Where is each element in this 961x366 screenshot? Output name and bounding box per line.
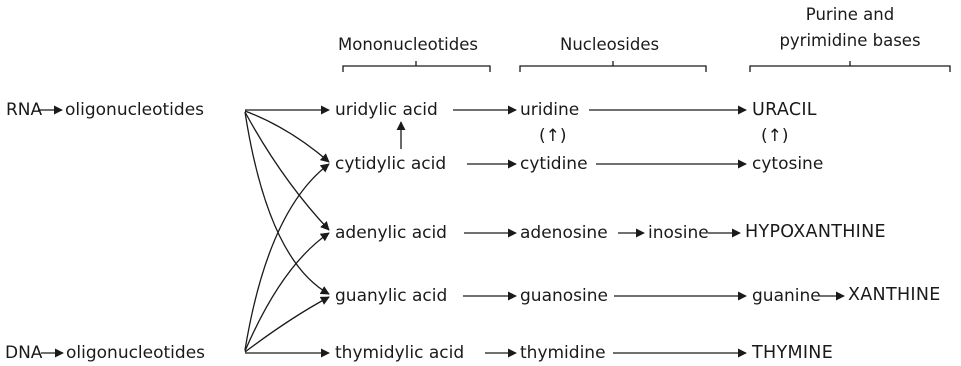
nucleoside-uridine: uridine — [520, 100, 580, 120]
mononucleotide-adenylic-acid: adenylic acid — [335, 223, 447, 243]
brace-nucleosides — [519, 61, 707, 72]
source-dna: DNA — [5, 343, 43, 363]
brace-mononucleotides — [342, 61, 491, 72]
header-mononucleotides: Mononucleotides — [338, 35, 478, 54]
source-rna: RNA — [6, 100, 43, 120]
nucleoside-inosine: inosine — [648, 223, 709, 243]
nucleoside-cytidine: cytidine — [520, 154, 588, 174]
base-guanine: guanine — [752, 286, 821, 306]
arrow-rna-guanylic — [244, 111, 330, 295]
mononucleotide-guanylic-acid: guanylic acid — [335, 286, 448, 306]
header-bases-line2: pyrimidine bases — [779, 31, 921, 50]
source-dna-oligonucleotides: oligonucleotides — [66, 343, 206, 363]
base-hypoxanthine: HYPOXANTHINE — [745, 222, 886, 242]
brace-bases — [749, 61, 951, 72]
arrow-dna-guanylic — [244, 296, 330, 353]
mark-uridine-upward: (↑) — [539, 126, 567, 146]
mononucleotide-cytidylic-acid: cytidylic acid — [335, 154, 447, 174]
arrow-dna-adenylic — [244, 232, 330, 352]
mononucleotide-uridylic-acid: uridylic acid — [335, 100, 438, 120]
arrow-dna-cytidylic — [244, 163, 330, 351]
mark-uracil-upward: (↑) — [761, 126, 789, 146]
base-cytosine: cytosine — [752, 154, 824, 174]
header-nucleosides: Nucleosides — [560, 35, 660, 54]
arrow-rna-cytidylic — [244, 110, 330, 163]
mononucleotide-thymidylic-acid: thymidylic acid — [335, 343, 465, 363]
nucleoside-guanosine: guanosine — [520, 286, 608, 306]
header-bases-line1: Purine and — [805, 5, 895, 24]
arrow-rna-adenylic — [244, 111, 330, 231]
base-xanthine: XANTHINE — [848, 285, 941, 305]
nucleoside-thymidine: thymidine — [520, 343, 606, 363]
base-thymine: THYMINE — [752, 343, 834, 363]
nucleoside-adenosine: adenosine — [520, 223, 608, 243]
source-rna-oligonucleotides: oligonucleotides — [65, 100, 205, 120]
base-uracil: URACIL — [752, 100, 817, 120]
